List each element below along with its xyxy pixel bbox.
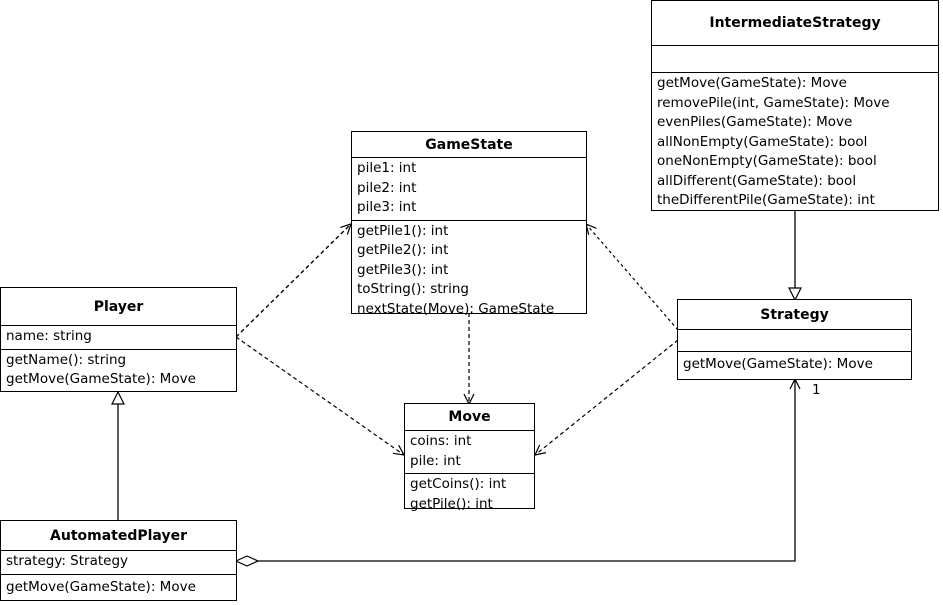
operation: getPile1(): int (357, 222, 449, 239)
operation: getName(): string (6, 351, 127, 368)
operations-compartment: getName(): string getMove(GameState): Mo… (1, 350, 236, 392)
operation: getPile3(): int (357, 261, 449, 278)
class-name: GameState (352, 132, 586, 158)
operation: theDifferentPile(GameState): int (657, 192, 875, 208)
operations-compartment: getPile1(): int getPile2(): int getPile3… (352, 221, 586, 322)
operations-compartment: getCoins(): int getPile(): int (405, 474, 534, 516)
attribute: pile: int (410, 452, 461, 469)
aggregation-automatedplayer-strategy (236, 379, 795, 561)
operation: toString(): string (357, 281, 469, 297)
dependency-player-gamestate (235, 224, 351, 338)
multiplicity-label: 1 (812, 382, 821, 398)
operation: getMove(GameState): Move (6, 578, 196, 595)
operation: getCoins(): int (410, 476, 507, 492)
attribute: pile2: int (357, 179, 417, 196)
class-move[interactable]: Move coins: int pile: int getCoins(): in… (404, 403, 535, 512)
operation: getPile(): int (410, 495, 493, 512)
operation: oneNonEmpty(GameState): bool (657, 153, 877, 169)
class-name: Strategy (678, 300, 911, 330)
attribute: coins: int (410, 433, 472, 449)
class-intermediate-strategy[interactable]: IntermediateStrategy getMove(GameState):… (651, 0, 939, 211)
dependency-strategy-gamestate (586, 224, 679, 331)
operations-compartment: getMove(GameState): Move (678, 352, 911, 377)
class-name: IntermediateStrategy (652, 1, 938, 46)
attributes-compartment: name: string (1, 326, 236, 350)
class-name: Move (405, 404, 534, 431)
class-name: Player (1, 288, 236, 326)
operation: evenPiles(GameState): Move (657, 114, 853, 130)
operation: getPile2(): int (357, 242, 449, 258)
attributes-compartment (652, 46, 938, 73)
class-automated-player[interactable]: AutomatedPlayer strategy: Strategy getMo… (0, 520, 237, 601)
class-name: AutomatedPlayer (1, 521, 236, 551)
attributes-compartment: coins: int pile: int (405, 431, 534, 474)
dependency-player-move (235, 336, 404, 455)
dependency-strategy-move (535, 339, 679, 455)
operation: getMove(GameState): Move (657, 75, 847, 91)
operation: getMove(GameState): Move (683, 356, 873, 372)
class-player[interactable]: Player name: string getName(): string ge… (0, 287, 237, 392)
attributes-compartment (678, 330, 911, 352)
attributes-compartment: strategy: Strategy (1, 551, 236, 575)
operation: allNonEmpty(GameState): bool (657, 133, 868, 150)
operations-compartment: getMove(GameState): Move (1, 575, 236, 600)
operation: allDifferent(GameState): bool (657, 172, 857, 189)
class-game-state[interactable]: GameState pile1: int pile2: int pile3: i… (351, 131, 587, 317)
class-strategy[interactable]: Strategy getMove(GameState): Move (677, 299, 912, 380)
attribute: pile3: int (357, 199, 417, 215)
operation: nextState(Move): GameState (357, 300, 555, 317)
attributes-compartment: pile1: int pile2: int pile3: int (352, 158, 586, 221)
attribute: pile1: int (357, 160, 417, 176)
operations-compartment: getMove(GameState): Move removePile(int,… (652, 73, 938, 213)
attribute: name: string (6, 328, 92, 344)
operation: getMove(GameState): Move (6, 371, 196, 387)
operation: removePile(int, GameState): Move (657, 94, 890, 111)
attribute: strategy: Strategy (6, 553, 129, 569)
